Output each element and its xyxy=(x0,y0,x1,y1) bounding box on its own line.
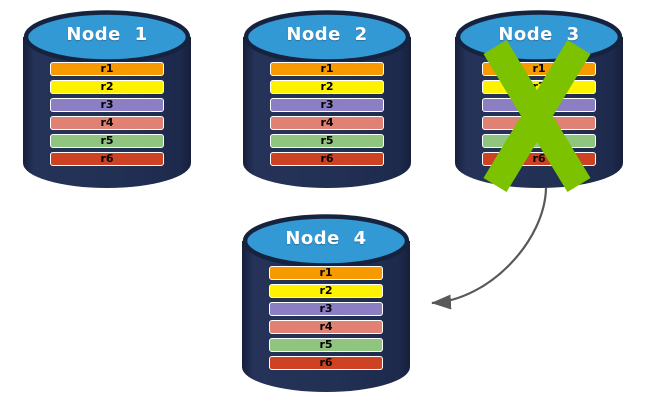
replica-row: r6 xyxy=(269,356,383,370)
replica-row: r4 xyxy=(270,116,384,130)
failure-x-cross-icon xyxy=(483,39,591,193)
replica-row-list: r1 r2 r3 r4 r5 r6 xyxy=(50,62,164,170)
replica-row: r1 xyxy=(269,266,383,280)
replica-row-list: r1 r2 r3 r4 r5 r6 xyxy=(269,266,383,374)
node-title: Node 4 xyxy=(285,228,367,249)
cross-stroke xyxy=(483,39,591,193)
replica-row: r3 xyxy=(50,98,164,112)
cylinder-lid xyxy=(242,214,410,268)
failover-arrow-path xyxy=(431,187,548,310)
node-title: Node 3 xyxy=(498,24,580,45)
cylinder-lid xyxy=(243,10,411,64)
replica-row: r2 xyxy=(269,284,383,298)
node-2: Node 2 r1 r2 r3 r4 r5 r6 xyxy=(239,5,415,191)
replica-row: r5 xyxy=(50,134,164,148)
replica-row: r1 xyxy=(270,62,384,76)
node-1: Node 1 r1 r2 r3 r4 r5 r6 xyxy=(19,5,195,191)
replica-row: r3 xyxy=(269,302,383,316)
node-4: Node 4 r1 r2 r3 r4 r5 r6 xyxy=(238,209,414,395)
replica-row: r4 xyxy=(50,116,164,130)
replica-row: r4 xyxy=(269,320,383,334)
replica-row: r6 xyxy=(270,152,384,166)
replica-row: r5 xyxy=(269,338,383,352)
replica-row: r1 xyxy=(50,62,164,76)
replica-row: r3 xyxy=(270,98,384,112)
node-title: Node 1 xyxy=(66,24,148,45)
replica-row-list: r1 r2 r3 r4 r5 r6 xyxy=(270,62,384,170)
replica-row: r6 xyxy=(50,152,164,166)
replica-row: r2 xyxy=(270,80,384,94)
cylinder-lid xyxy=(23,10,191,64)
node-title: Node 2 xyxy=(286,24,368,45)
replica-row: r2 xyxy=(50,80,164,94)
replica-row: r5 xyxy=(270,134,384,148)
